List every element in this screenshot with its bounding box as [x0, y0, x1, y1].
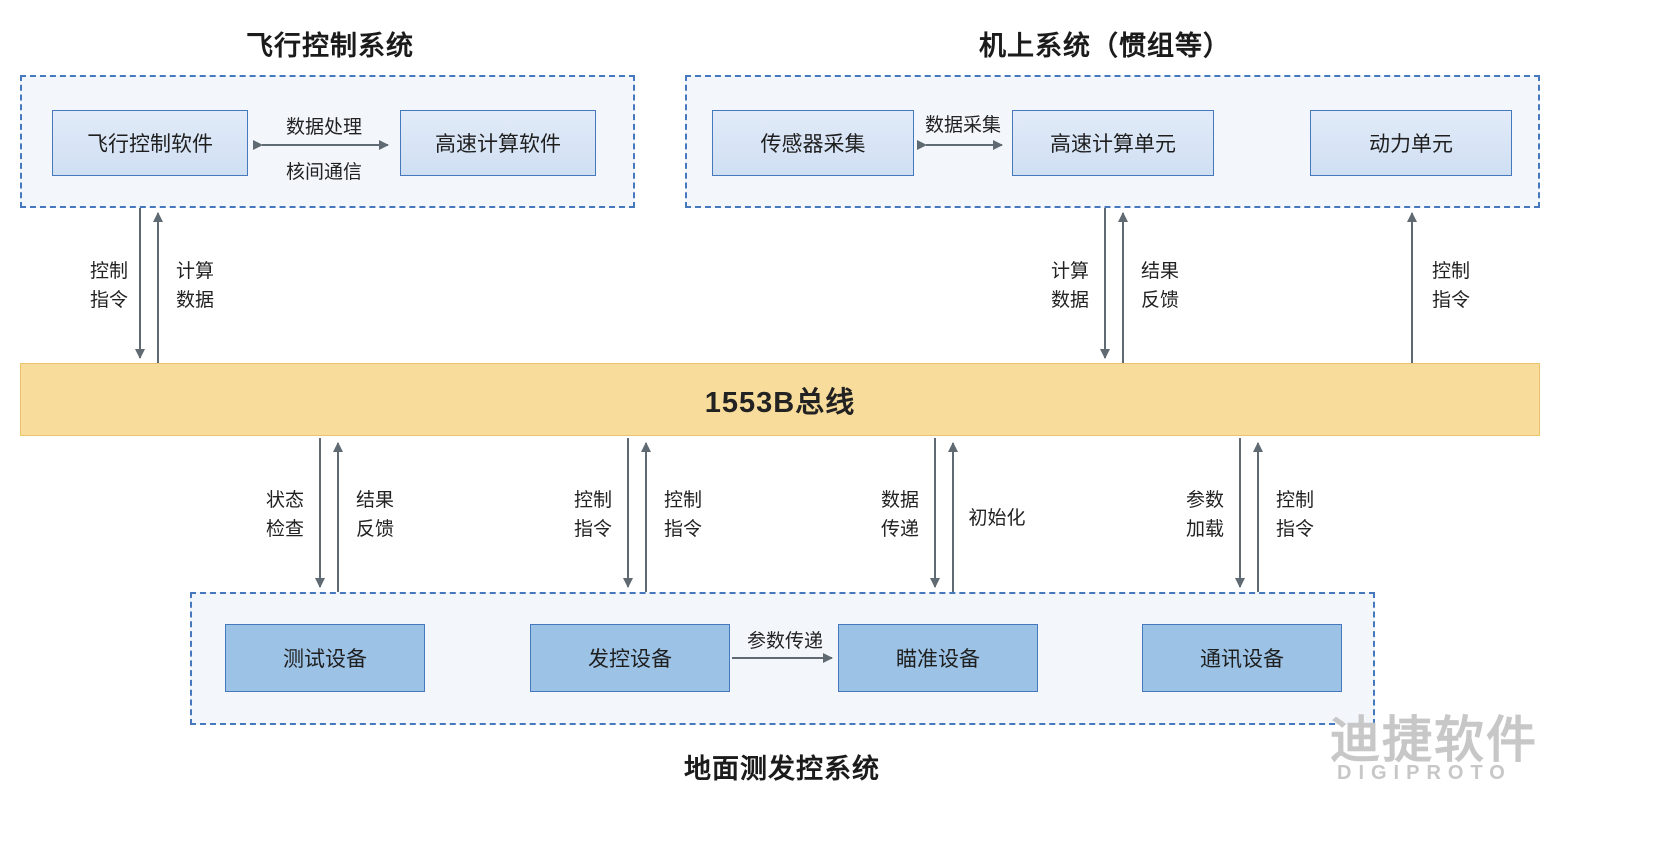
flow-label-bus-to-power: 控制 指令	[1431, 261, 1470, 311]
watermark-subtitle: DIGIPROTO	[1337, 762, 1512, 784]
flow-label-bus-to-compute: 结果 反馈	[1140, 261, 1179, 311]
onboard-title: 机上系统（惯组等）	[979, 31, 1231, 61]
flow-label-bus-to-launch: 控制 指令	[573, 490, 612, 540]
fc-link-label-bottom: 核间通信	[285, 162, 362, 183]
flow-label-launch-to-bus: 控制 指令	[663, 490, 702, 540]
flow-label-comm-to-bus: 控制 指令	[1275, 490, 1314, 540]
flow-label-bus-to-test: 状态 检查	[265, 490, 304, 540]
bus-1553b: 1553B总线	[20, 363, 1540, 436]
ground-title: 地面测发控系统	[684, 754, 880, 784]
onboard-link-label: 数据采集	[924, 115, 1001, 136]
flow-label-fc-to-bus: 控制 指令	[89, 261, 128, 311]
ground-link-label: 参数传递	[746, 631, 823, 652]
node-power-unit: 动力单元	[1310, 110, 1512, 176]
fc-link-label-top: 数据处理	[285, 117, 362, 138]
node-communication-equipment: 通讯设备	[1142, 624, 1342, 692]
node-test-equipment: 测试设备	[225, 624, 425, 692]
flow-label-bus-to-aim: 数据 传递	[880, 490, 919, 540]
flow-label-bus-to-comm: 参数 加载	[1185, 490, 1224, 540]
watermark-brand: 迪捷软件	[1330, 712, 1538, 768]
flow-label-aim-to-bus: 初始化	[968, 508, 1026, 529]
flow-label-test-to-bus: 结果 反馈	[355, 490, 394, 540]
flight-control-title: 飞行控制系统	[246, 31, 414, 61]
flow-label-bus-to-fc: 计算 数据	[175, 261, 214, 311]
node-sensor-acquisition: 传感器采集	[712, 110, 914, 176]
node-highspeed-compute-unit: 高速计算单元	[1012, 110, 1214, 176]
node-highspeed-compute-software: 高速计算软件	[400, 110, 596, 176]
flow-label-compute-to-bus: 计算 数据	[1050, 261, 1089, 311]
node-aiming-equipment: 瞄准设备	[838, 624, 1038, 692]
node-flight-control-software: 飞行控制软件	[52, 110, 248, 176]
node-launch-control-equipment: 发控设备	[530, 624, 730, 692]
